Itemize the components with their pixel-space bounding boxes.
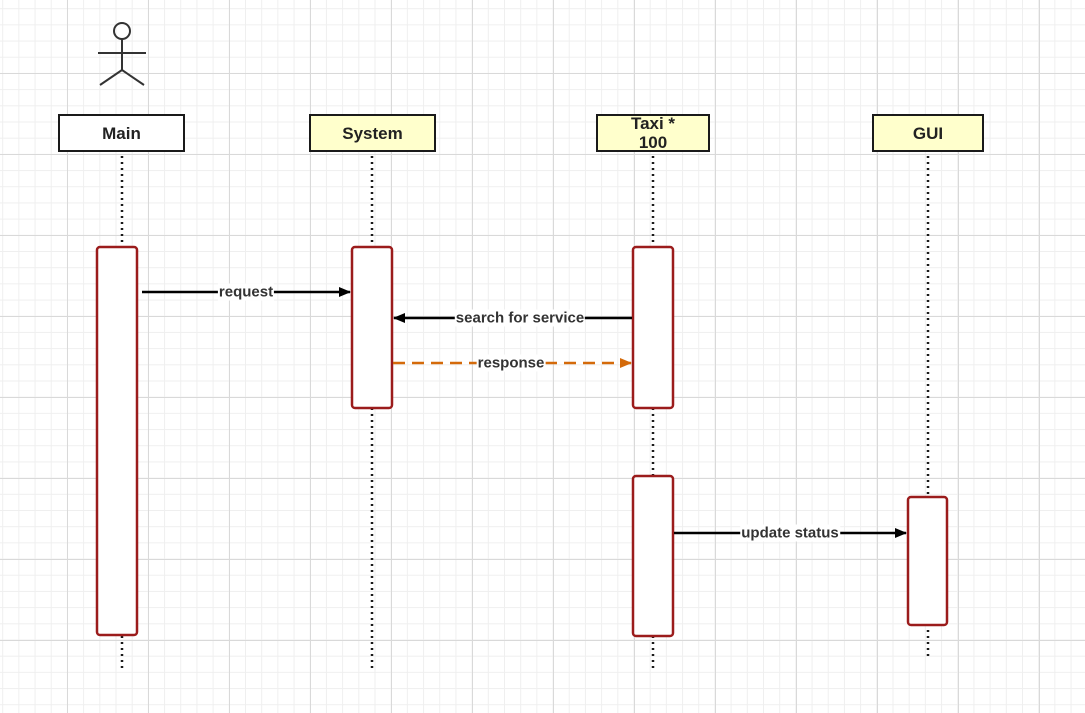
message-update-label: update status [740,524,840,542]
message-search-label: search for service [454,309,586,327]
message-response-label: response [476,354,546,372]
message-request-label: request [217,283,275,301]
activation-system [350,245,394,410]
stick-figure-actor-icon [98,22,146,86]
activation-gui [906,495,949,627]
lifeline-main-box[interactable]: Main [58,114,185,152]
activation-main [95,245,139,637]
lifeline-gui-box[interactable]: GUI [872,114,984,152]
activation-taxi-1 [631,245,675,410]
lifeline-taxi-box[interactable]: Taxi * 100 [596,114,710,152]
lifeline-system-box[interactable]: System [309,114,436,152]
activation-taxi-2 [631,474,675,638]
